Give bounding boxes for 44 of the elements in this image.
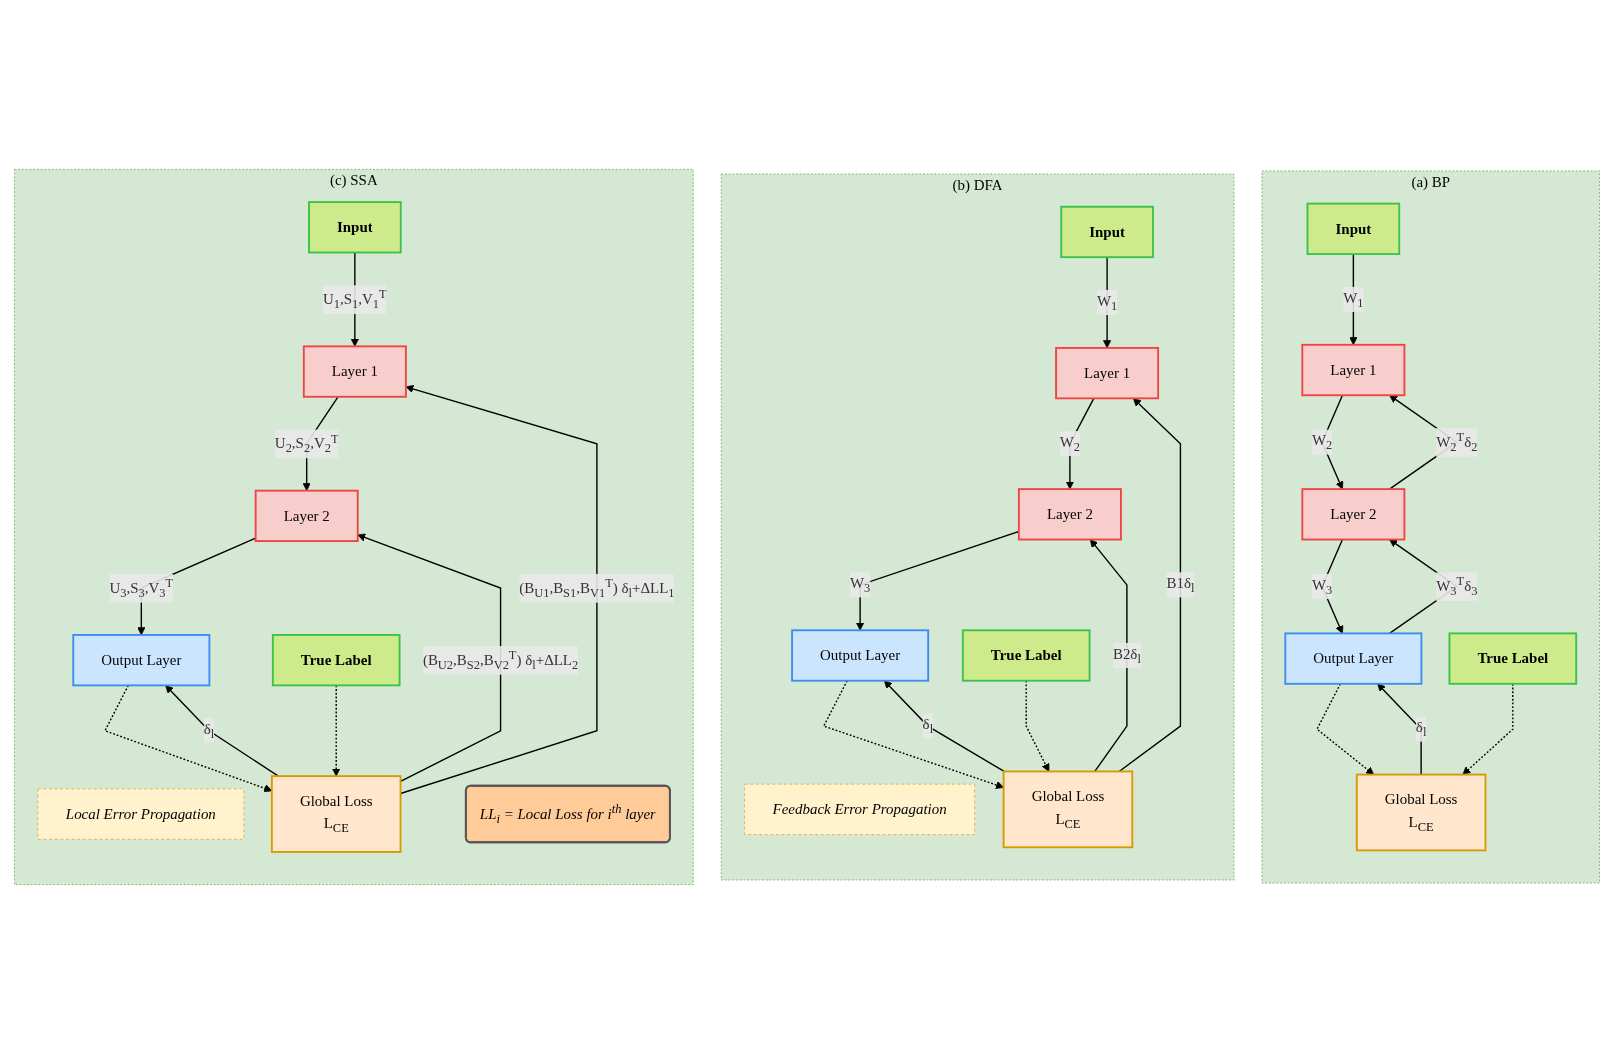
arrow <box>1025 680 1049 772</box>
node-box: True Label <box>271 634 400 687</box>
edge-label: W$_{3}$ <box>1311 576 1332 597</box>
edge-label: B2δ$_{l}$ <box>1112 645 1141 666</box>
edge-label: B1δ$_{l}$ <box>1165 575 1194 595</box>
node-box: Output Layer <box>1283 632 1422 685</box>
arrow <box>1089 539 1128 773</box>
node-box: Input <box>1059 205 1154 259</box>
node-box: Global Loss L$_{CE}$ <box>270 775 401 853</box>
node-box: Local Error Propagation <box>36 788 244 840</box>
node-box: Output Layer <box>790 629 929 682</box>
node-box: Layer 1 <box>1300 343 1405 397</box>
arrow <box>331 684 340 777</box>
node-box: Layer 2 <box>254 489 359 542</box>
node-box: Layer 1 <box>302 345 407 398</box>
edge-label: δ$_{l}$ <box>203 720 214 741</box>
node-box: Layer 2 <box>1017 488 1122 541</box>
node-box: Input <box>1306 202 1400 255</box>
node-box: Feedback Error Propagation <box>743 783 975 836</box>
arrow <box>1117 397 1181 773</box>
node-box: True Label <box>961 629 1090 682</box>
node-box: Layer 2 <box>1300 488 1405 541</box>
node-box: Global Loss L$_{CE}$ <box>1355 773 1486 852</box>
node-box: True Label <box>1448 632 1577 685</box>
edge-label: (B$_{U2}$,B$_{S2}$,B$_{V2}$$^{T}$) δ$_{l}$+ΔLL$_{2}$ <box>422 647 578 672</box>
edge-label: W$_{3}$$^{T}$δ$_{3}$ <box>1435 574 1477 598</box>
node-box: Global Loss L$_{CE}$ <box>1002 770 1133 849</box>
arrow <box>822 680 1004 789</box>
arrow <box>883 680 1005 773</box>
edge-label: W$_{2}$ <box>1311 432 1332 453</box>
arrow <box>164 685 279 777</box>
edge-label: δ$_{l}$ <box>1415 719 1426 740</box>
edge-label: W$_{3}$ <box>849 575 870 595</box>
edge-label: W$_{1}$ <box>1342 289 1364 310</box>
edge-label: W$_{2}$ <box>1059 433 1080 454</box>
arrow <box>103 684 272 793</box>
edge-label: δ$_{l}$ <box>922 716 933 736</box>
arrow <box>1462 683 1513 775</box>
node-box: Output Layer <box>71 634 210 687</box>
edge-label: W$_{2}$$^{T}$δ$_{2}$ <box>1435 429 1477 454</box>
node-box: Layer 1 <box>1054 346 1159 400</box>
edge-label: W$_{1}$ <box>1096 292 1117 313</box>
node-box: Input <box>307 201 402 254</box>
edge-label: (B$_{U1}$,B$_{S1}$,B$_{V1}$$^{T}$) δ$_{l}$+ΔLL$_{1}$ <box>518 575 675 600</box>
